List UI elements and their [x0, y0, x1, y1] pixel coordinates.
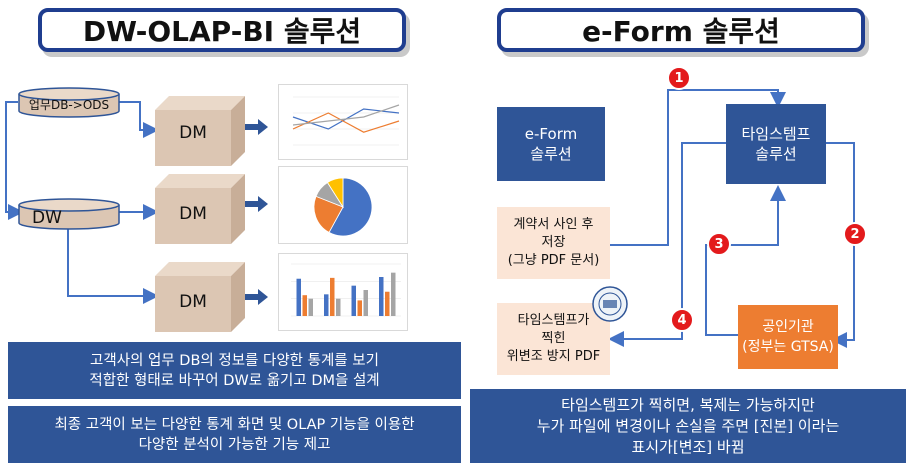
bar-chart-bar-1-3 — [308, 298, 313, 316]
flow-1-line — [610, 89, 786, 246]
ods-label: 업무DB->ODS — [28, 98, 110, 112]
ods-cylinder — [18, 87, 120, 118]
line-chart-card — [278, 84, 408, 160]
dm-cube-2 — [155, 174, 245, 244]
pie-chart-card — [278, 166, 408, 244]
step-badge-4: 4 — [670, 308, 694, 332]
stamp-seal-icon — [592, 286, 628, 322]
dm1-to-chart-arrow — [245, 119, 268, 135]
right-title-text: e-Form 솔루션 — [582, 15, 780, 48]
step-badge-2: 2 — [843, 222, 867, 246]
dw-label: DW — [32, 208, 62, 228]
dm2-to-chart-arrow — [245, 196, 268, 212]
left-title-text: DW-OLAP-BI 솔루션 — [82, 15, 362, 48]
bar-chart-bar-2-3 — [336, 298, 341, 316]
line-chart-series-2 — [292, 112, 400, 133]
contract-pdf-box: 계약서 사인 후 저장 (그냥 PDF 문서) — [497, 207, 610, 279]
bar-chart-bar-3-2 — [357, 300, 362, 316]
bar-chart-bar-1-2 — [302, 295, 307, 316]
dm-cube-3 — [155, 262, 245, 332]
bar-chart-bar-3-3 — [363, 290, 368, 316]
ods-to-dw-line — [5, 101, 24, 220]
flow-4-line — [608, 142, 726, 347]
step-badge-1: 1 — [667, 66, 691, 90]
bar-chart-bar-1-1 — [296, 278, 301, 316]
eform-solution-box: e-Form 솔루션 — [497, 107, 605, 181]
dm-label-2: DM — [179, 204, 207, 224]
authority-box: 공인기관 (정부는 GTSA) — [738, 305, 838, 369]
bar-chart-bar-2-1 — [324, 294, 329, 316]
bar-chart-bar-4-1 — [379, 277, 384, 316]
pie-chart-slice-1 — [328, 177, 373, 237]
bar-chart-bar-3-1 — [351, 285, 356, 316]
left-desc-bar-2: 최종 고객이 보는 다양한 통계 화면 및 OLAP 기능을 이용한 다양한 분… — [8, 406, 461, 463]
dm3-to-chart-arrow — [245, 289, 268, 305]
stamped-pdf-box: 타임스템프가 찍힌 위변조 방지 PDF — [497, 303, 610, 375]
flow-3-line — [705, 185, 786, 336]
pie-chart — [313, 177, 373, 237]
step-badge-3: 3 — [707, 232, 731, 256]
left-connectors — [5, 101, 268, 305]
bar-chart-bar-2-2 — [330, 277, 335, 316]
dw-cylinder — [18, 198, 120, 230]
dm-cube-1 — [155, 96, 245, 166]
bar-chart-card — [278, 253, 408, 331]
ods-to-dm1-line — [118, 101, 159, 138]
right-desc-bar: 타임스템프가 찍히면, 복제는 가능하지만 누가 파일에 변경이나 손실을 주면… — [470, 389, 906, 463]
dm-label-3: DM — [179, 292, 207, 312]
left-desc-bar-1: 고객사의 업무 DB의 정보를 다양한 통계를 보기 적합한 형태로 바꾸어 D… — [8, 342, 461, 399]
bar-chart — [291, 263, 401, 317]
bar-chart-bar-4-3 — [391, 272, 396, 316]
left-title: DW-OLAP-BI 솔루션 — [38, 8, 406, 52]
line-chart — [292, 96, 400, 146]
timestamp-solution-box: 타임스템프 솔루션 — [726, 104, 826, 184]
pie-chart-slice-4 — [326, 177, 344, 209]
dw-to-dm3-line — [67, 228, 159, 304]
bar-chart-bar-4-2 — [385, 291, 390, 316]
dm-label-1: DM — [179, 123, 207, 143]
line-chart-series-3 — [292, 104, 400, 126]
pie-chart-slice-2 — [313, 195, 344, 233]
right-title: e-Form 솔루션 — [497, 8, 865, 52]
